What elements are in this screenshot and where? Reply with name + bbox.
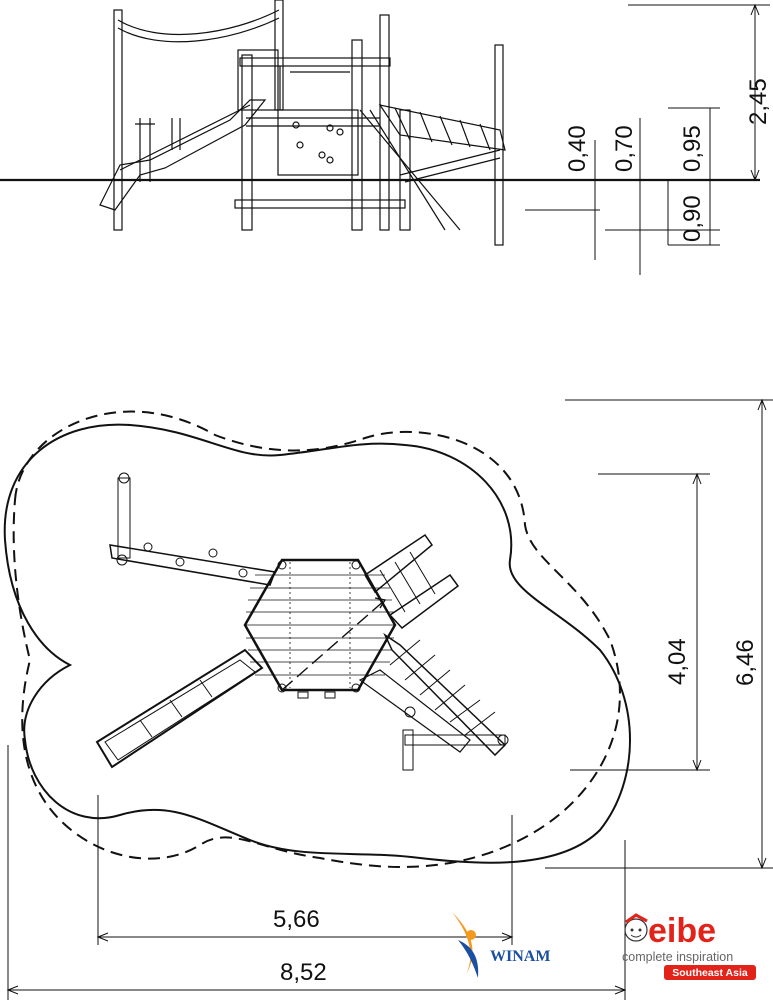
rope-bridge-plan	[383, 632, 507, 757]
eibe-tagline: complete inspiration	[622, 950, 733, 964]
free-space-zone	[3, 423, 631, 864]
sail-diagonal	[281, 599, 386, 691]
dim-6-46: 6,46	[732, 639, 759, 686]
eibe-region-badge	[664, 965, 756, 980]
support-log	[402, 729, 414, 771]
tower-post-left	[241, 54, 253, 231]
vertical-log	[117, 477, 131, 559]
tower-post-right	[351, 39, 363, 231]
dim-8-52: 8,52	[280, 959, 327, 986]
safety-zone-dashed	[12, 410, 621, 868]
eibe-wordmark: eibe	[648, 912, 716, 950]
dim-5-66: 5,66	[273, 906, 320, 933]
dim-0-70: 0,70	[611, 125, 638, 172]
base-beam	[234, 199, 406, 209]
side-elevation	[0, 0, 760, 246]
rope-bridge-side	[378, 104, 506, 151]
eibe-face-icon	[624, 918, 648, 942]
winam-wordmark: WINAM	[490, 948, 550, 965]
tower-post-far	[379, 14, 390, 231]
dim-4-04: 4,04	[664, 638, 691, 685]
slide-plan	[95, 648, 264, 769]
eibe-logo: eibe complete inspiration Southeast Asia	[622, 912, 756, 980]
winam-logo: WINAM	[452, 912, 550, 978]
side-dimensions	[525, 3, 770, 275]
balance-beam	[109, 544, 277, 586]
plan-dimensions	[6, 398, 773, 1000]
left-post	[113, 9, 123, 231]
dim-2-45: 2,45	[745, 78, 772, 125]
tower-panel	[277, 109, 359, 176]
right-post	[494, 44, 504, 246]
slide-side	[99, 99, 267, 211]
net-climber-top	[363, 533, 434, 594]
dim-0-90: 0,90	[679, 195, 706, 242]
dim-0-95: 0,95	[679, 125, 706, 172]
shade-sail	[117, 9, 280, 36]
eibe-region-label: Southeast Asia	[672, 967, 748, 979]
dim-0-40: 0,40	[564, 125, 591, 172]
center-post	[274, 0, 284, 111]
plan-view	[3, 410, 631, 868]
